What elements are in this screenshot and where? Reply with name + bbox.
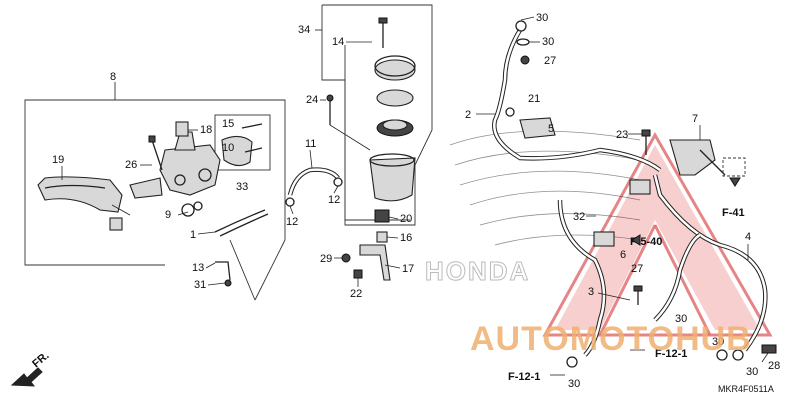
- callout-5: 5: [548, 123, 554, 135]
- callout-23: 23: [616, 129, 628, 141]
- callout-33: 33: [236, 181, 248, 193]
- callout-21: 21: [528, 93, 540, 105]
- callout-28: 28: [768, 360, 780, 372]
- callout-11: 11: [305, 138, 316, 150]
- brake-hose-4: [652, 174, 768, 352]
- callout-20: 20: [400, 213, 412, 225]
- callout-32: 32: [573, 211, 585, 223]
- bolt-22: [353, 269, 363, 279]
- callout-13: 13: [192, 262, 204, 274]
- hose-clamp-5: [505, 107, 556, 139]
- clip-13-31: [215, 261, 232, 287]
- ref-f121a: F-12-1: [655, 348, 687, 360]
- callout-34: 34: [298, 24, 310, 36]
- reservoir-screw-14: [378, 17, 388, 48]
- joint-6: [593, 179, 651, 247]
- callout-10: 10: [222, 142, 234, 154]
- callout-16: 16: [400, 232, 412, 244]
- callout-30f: 30: [568, 378, 580, 390]
- callout-30d: 30: [712, 336, 724, 348]
- bracket-7: [669, 139, 726, 176]
- callout-22: 22: [350, 288, 362, 300]
- brake-hose-2: [492, 20, 662, 172]
- callout-2: 2: [465, 109, 471, 121]
- callout-9: 9: [165, 209, 171, 221]
- reservoir-group-frame: [315, 4, 433, 226]
- pivot-bolt-26: [148, 135, 163, 171]
- ref-f41: F-41: [722, 207, 745, 219]
- callout-18: 18: [200, 124, 212, 136]
- brake-hose-3: [557, 199, 607, 357]
- callout-29: 29: [320, 253, 332, 265]
- callout-15: 15: [222, 118, 234, 130]
- brand-outline-text: HONDA: [425, 256, 530, 286]
- bolt-29: [341, 253, 351, 263]
- bolt-27b: [633, 285, 643, 305]
- callout-31: 31: [194, 279, 206, 291]
- master-cylinder-group-frame: [24, 82, 286, 301]
- subassembly-frame-33: [214, 114, 271, 171]
- callout-30c: 30: [675, 313, 687, 325]
- leader-lines: [61, 16, 769, 363]
- direction-label: FR.: [30, 350, 51, 371]
- reservoir-bolt-24: [326, 94, 334, 125]
- callout-4: 4: [745, 231, 751, 243]
- cap-18: [175, 121, 189, 137]
- reservoir-tank: [369, 153, 416, 202]
- brake-lever: [37, 176, 131, 231]
- callout-24: 24: [306, 94, 318, 106]
- callout-1: 1: [190, 229, 196, 241]
- switch-9: [181, 201, 203, 217]
- callout-30b: 30: [542, 36, 554, 48]
- callout-27b: 27: [631, 263, 643, 275]
- reservoir-cap: [374, 55, 416, 81]
- callout-6: 6: [620, 249, 626, 261]
- bolt-28: [761, 344, 777, 354]
- callout-19: 19: [52, 154, 64, 166]
- reservoir-cushion-20: [374, 209, 390, 223]
- switch-harness-1: [214, 209, 269, 237]
- callout-17: 17: [402, 263, 414, 275]
- callout-30e: 30: [746, 366, 758, 378]
- watermark-text: AUTOMOTOHUB: [470, 320, 752, 358]
- reservoir-diaphragm: [376, 119, 414, 137]
- master-cylinder-body: [129, 131, 221, 199]
- callout-14: 14: [332, 36, 344, 48]
- reference-labels: F-41 F-5-40 F-12-1 F-12-1: [508, 207, 745, 383]
- callouts: 8 19 26 18 15 10 33 9 1 12 11 12 34 14 2…: [52, 12, 780, 390]
- ref-f121b: F-12-1: [508, 371, 540, 383]
- reservoir-stay-17: [359, 244, 391, 281]
- callout-26: 26: [125, 159, 137, 171]
- callout-8: 8: [110, 71, 116, 83]
- reservoir-collar-16: [376, 231, 388, 243]
- reservoir-plate: [376, 89, 414, 107]
- callout-30a: 30: [536, 12, 548, 24]
- front-direction-arrow: [10, 367, 43, 387]
- callout-3: 3: [588, 286, 594, 298]
- callout-12b: 12: [328, 194, 340, 206]
- washers-30: [566, 349, 744, 368]
- callout-12a: 12: [286, 216, 298, 228]
- bolt-23: [641, 129, 651, 155]
- ref-arrow-f41: [722, 157, 746, 187]
- callout-7: 7: [692, 113, 698, 125]
- holder-10: [221, 123, 263, 167]
- diagram-code: MKR4F0511A: [718, 384, 774, 394]
- callout-27a: 27: [544, 55, 556, 67]
